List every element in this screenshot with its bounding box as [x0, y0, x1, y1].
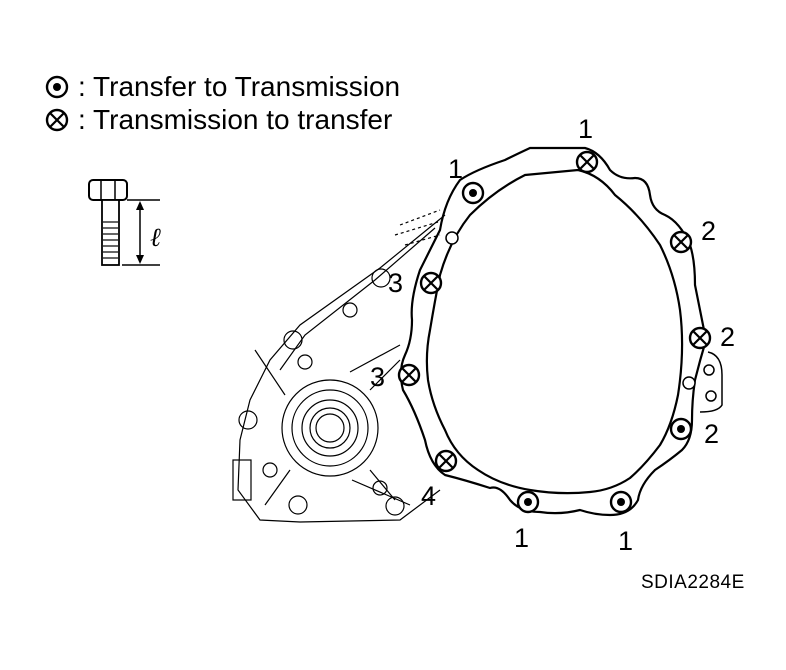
- bolt-top-left: [461, 181, 485, 205]
- legend-row-transfer-to-transmission: : Transfer to Transmission: [44, 70, 400, 103]
- bolt-right-upper: [669, 230, 693, 254]
- legend-row-transmission-to-transfer: : Transmission to transfer: [44, 103, 400, 136]
- legend: : Transfer to Transmission : Transmissio…: [44, 70, 400, 136]
- label-top-center: 1: [578, 114, 593, 144]
- transfer-case-gasket: [399, 146, 708, 517]
- label-right-upper: 2: [701, 216, 716, 246]
- circle-cross-icon: [45, 108, 69, 131]
- label-bottom-right: 1: [618, 526, 633, 556]
- bolt-bottom-left: [516, 490, 540, 514]
- legend-label: : Transfer to Transmission: [78, 71, 401, 102]
- bolt-length-figure: ℓ: [88, 179, 161, 266]
- label-left-lower: 4: [421, 481, 436, 511]
- label-left-middle: 3: [370, 362, 385, 392]
- bolt-right-middle: [688, 326, 712, 350]
- bolt-top-center: [575, 150, 599, 174]
- label-top-left: 1: [448, 154, 463, 184]
- legend-label: : Transmission to transfer: [78, 104, 393, 135]
- bolt-left-upper: [419, 271, 443, 295]
- label-bottom-left: 1: [514, 523, 529, 553]
- label-right-lower: 2: [704, 419, 719, 449]
- length-symbol: ℓ: [150, 223, 161, 252]
- bolt-left-middle: [397, 363, 421, 387]
- small-holes: [445, 231, 723, 413]
- figure-code: SDIA2284E: [641, 572, 745, 593]
- bolt-right-lower: [669, 417, 693, 441]
- transmission-housing: [232, 209, 446, 523]
- label-right-middle: 2: [720, 322, 735, 352]
- bolt-bottom-right: [609, 490, 633, 514]
- label-left-upper: 3: [388, 268, 403, 298]
- bolt-left-lower: [434, 449, 458, 473]
- circle-dot-icon: [45, 75, 69, 98]
